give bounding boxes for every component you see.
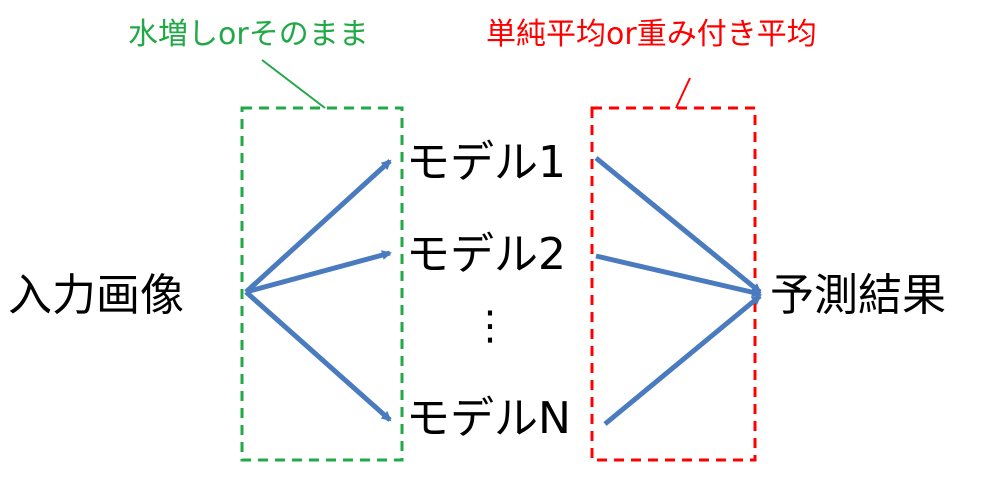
arrow-input-to-model-2 bbox=[245, 250, 392, 295]
prediction-result-label: 予測結果 bbox=[770, 270, 946, 321]
model-2-label: モデル2 bbox=[406, 229, 566, 280]
model-1-label: モデル1 bbox=[406, 137, 566, 188]
augmentation-leader-line bbox=[261, 59, 326, 109]
augmentation-annotation: 水増しorそのまま bbox=[128, 17, 369, 52]
arrow-model-n-to-output bbox=[603, 294, 762, 426]
averaging-box bbox=[590, 106, 757, 462]
input-image-label: 入力画像 bbox=[8, 270, 184, 321]
model-n-label: モデルN bbox=[406, 393, 571, 444]
vertical-ellipsis: ⋮ bbox=[470, 303, 510, 349]
arrow-model-2-to-output bbox=[595, 253, 762, 298]
averaging-annotation: 単純平均or重み付き平均 bbox=[486, 17, 817, 52]
arrow-input-to-model-1 bbox=[244, 159, 392, 294]
averaging-leader-line bbox=[675, 77, 691, 109]
arrow-input-to-model-n bbox=[244, 290, 392, 422]
arrow-model-1-to-output bbox=[594, 156, 762, 294]
